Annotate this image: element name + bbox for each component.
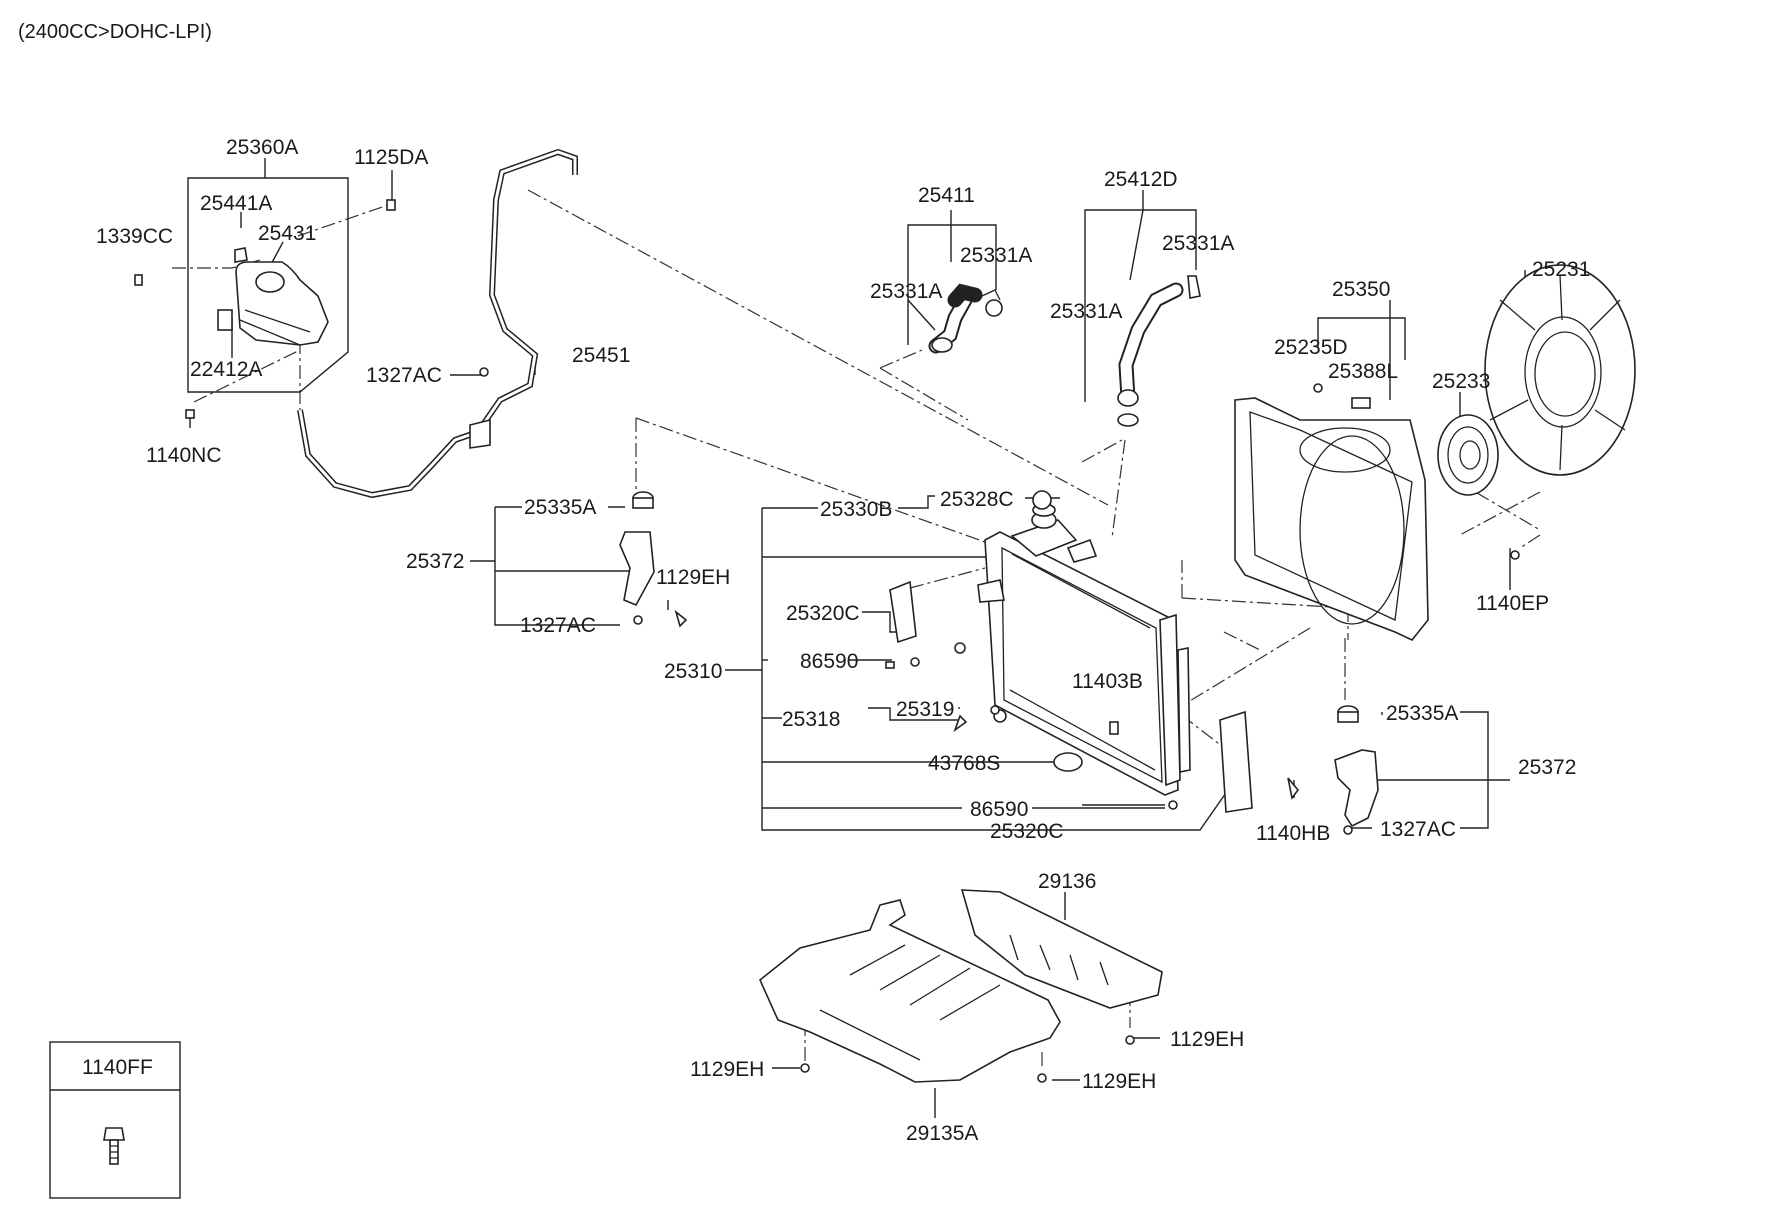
label-reservoir-bolt-bottom: 1140NC bbox=[146, 444, 222, 467]
leader-lines bbox=[187, 158, 1526, 1118]
radiator-drawing bbox=[885, 490, 1253, 813]
label-radiator-assy: 25310 bbox=[664, 660, 722, 683]
label-upper-hose-clamp-a: 25331A bbox=[960, 244, 1032, 267]
fan-clutch-drawing bbox=[1437, 414, 1520, 560]
reservoir-tank-drawing bbox=[134, 199, 396, 419]
label-reservoir-cap-sensor: 25441A bbox=[200, 192, 272, 215]
label-radiator-bracket-top: 25320C bbox=[786, 602, 860, 625]
lower-hose-drawing bbox=[1117, 275, 1201, 427]
legend-part-number: 1140FF bbox=[82, 1056, 153, 1079]
label-fan: 25231 bbox=[1532, 258, 1590, 281]
label-fan-bolt: 1140EP bbox=[1476, 592, 1549, 615]
label-right-bracket-bolt: 1140HB bbox=[1256, 822, 1330, 845]
label-radiator-tank: 25330B bbox=[820, 498, 892, 521]
label-right-bracket-assy: 25372 bbox=[1518, 756, 1576, 779]
label-upper-hose-clamp-b: 25331A bbox=[870, 280, 942, 303]
label-radiator-screw-bottom: 86590 bbox=[970, 798, 1028, 821]
label-cover-lower: 29135A bbox=[906, 1122, 978, 1145]
label-right-bracket-nut: 1327AC bbox=[1380, 818, 1456, 841]
label-right-insulator: 25335A bbox=[1386, 702, 1458, 725]
label-left-bracket-bolt: 1129EH bbox=[656, 566, 730, 589]
assembly-dashed-lines bbox=[172, 189, 1541, 1068]
label-overflow-hose: 25451 bbox=[572, 344, 630, 367]
label-radiator-screw-top: 86590 bbox=[800, 650, 858, 673]
label-upper-hose-assy: 25411 bbox=[918, 184, 975, 207]
label-shroud-label: 25388L bbox=[1328, 360, 1398, 383]
label-lower-hose-clamp-b: 25331A bbox=[1050, 300, 1122, 323]
fastener-legend-box: 1140FF bbox=[49, 1041, 181, 1199]
label-radiator-bracket-bottom: 25320C bbox=[990, 820, 1064, 843]
label-shroud-assy: 25350 bbox=[1332, 278, 1390, 301]
engine-spec-title: (2400CC>DOHC-LPI) bbox=[18, 21, 212, 43]
label-reservoir-cap: 25431 bbox=[258, 222, 316, 245]
overflow-hose-drawing bbox=[297, 148, 578, 499]
label-lower-hose-assy: 25412D bbox=[1104, 168, 1178, 191]
label-reservoir-label: 22412A bbox=[190, 358, 262, 381]
label-radiator-bolt: 11403B bbox=[1072, 670, 1143, 693]
label-radiator-cap: 25328C bbox=[940, 488, 1014, 511]
label-fan-clutch: 25233 bbox=[1432, 370, 1490, 393]
label-shroud-bolt: 25235D bbox=[1274, 336, 1348, 359]
label-radiator-seal: 43768S bbox=[928, 752, 1000, 775]
label-cover-upper: 29136 bbox=[1038, 870, 1096, 893]
label-reservoir-assy: 25360A bbox=[226, 136, 298, 159]
upper-hose-drawing bbox=[928, 283, 1003, 354]
label-reservoir-nut: 1339CC bbox=[96, 225, 173, 248]
bolt-icon bbox=[103, 1127, 125, 1165]
right-bracket-drawing bbox=[1287, 705, 1379, 835]
part-labels: 25360A 1125DA 25441A 25431 1339CC 22412A… bbox=[96, 136, 1590, 1145]
label-left-insulator: 25335A bbox=[524, 496, 596, 519]
label-drain-plug: 25319 bbox=[896, 698, 954, 721]
label-cover-bolt-left: 1129EH bbox=[690, 1058, 764, 1081]
label-overflow-nut: 1327AC bbox=[366, 364, 442, 387]
left-bracket-drawing bbox=[619, 491, 688, 628]
label-drain-plug-assy: 25318 bbox=[782, 708, 840, 731]
label-cover-bolt-mid: 1129EH bbox=[1082, 1070, 1156, 1093]
label-lower-hose-clamp-a: 25331A bbox=[1162, 232, 1234, 255]
label-left-bracket-assy: 25372 bbox=[406, 550, 464, 573]
label-reservoir-bolt-top: 1125DA bbox=[354, 146, 428, 169]
under-cover-drawing bbox=[759, 889, 1163, 1083]
label-cover-bolt-right: 1129EH bbox=[1170, 1028, 1244, 1051]
cooling-fan-drawing bbox=[1484, 264, 1636, 476]
label-left-bracket-nut: 1327AC bbox=[520, 614, 596, 637]
fan-shroud-drawing bbox=[1234, 383, 1429, 641]
